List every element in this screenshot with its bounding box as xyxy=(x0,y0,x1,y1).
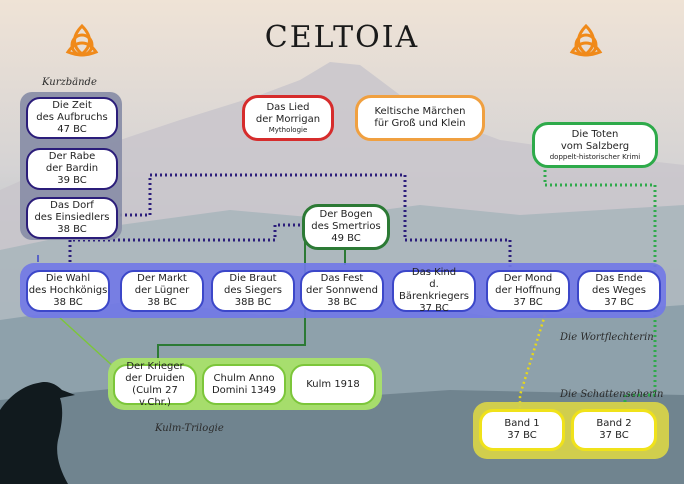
book-text-l1: Band 2 xyxy=(596,418,632,429)
book-text-l2: der Hoffnung xyxy=(495,285,561,296)
book-text-l2: des Weges xyxy=(591,285,647,296)
book-text-l3: 37 BC xyxy=(419,303,449,314)
book-text-l2: 37 BC xyxy=(507,430,537,441)
book-text-l1: Die Wahl xyxy=(45,273,91,284)
book-text-l2: der Sonnwend xyxy=(306,285,378,296)
book-text-l3: 37 BC xyxy=(604,297,634,308)
book-text-l3: 37 BC xyxy=(513,297,543,308)
book-text-l2: des Einsiedlers xyxy=(34,212,110,223)
book-text-l1: Das Dorf xyxy=(50,200,94,211)
book-text-l2: der Bardin xyxy=(45,163,99,174)
book-lied-der-morrigan[interactable]: Das Lied der Morrigan Mythologie xyxy=(242,95,334,141)
book-text-l1: Das Fest xyxy=(320,273,364,284)
book-title-line1: Keltische Märchen xyxy=(374,106,466,117)
book-text-l3: 38 BC xyxy=(57,224,87,235)
book-text-l1: Kulm 1918 xyxy=(306,378,360,390)
book-text-l1: Der Krieger xyxy=(126,360,184,372)
book-year: 49 BC xyxy=(331,233,361,244)
book-text-l1: Das Ende xyxy=(595,273,643,284)
group-label-kulm-trilogie: Kulm-Trilogie xyxy=(155,423,224,434)
book-text-l3: 38 BC xyxy=(327,297,357,308)
book-text-l2: des Aufbruchs xyxy=(36,112,108,123)
book-keltische-maerchen[interactable]: Keltische Märchen für Groß und Klein xyxy=(355,95,485,141)
page-title: CELTOIA xyxy=(264,20,420,55)
group-label-kurzbaende: Kurzbände xyxy=(42,77,97,88)
triquetra-icon-left xyxy=(65,23,99,57)
book-text-l3: 47 BC xyxy=(57,124,87,135)
book-text-l1: Die Braut xyxy=(229,273,277,284)
book-text-l2: 37 BC xyxy=(599,430,629,441)
group-label-schattenseherin: Die Schattenseherin xyxy=(560,389,664,400)
book-title-line1: Das Lied xyxy=(266,101,310,113)
book-text-l2: der Druiden xyxy=(125,372,185,384)
book-text-l1: Der Markt xyxy=(137,273,187,284)
book-text-l1: Band 1 xyxy=(504,418,540,429)
book-title-line1: Die Toten xyxy=(571,128,619,140)
book-title-line2: des Smertrios xyxy=(311,221,381,232)
book-text-l1: Der Rabe xyxy=(48,151,96,162)
book-text-l1: Die Zeit xyxy=(52,100,92,111)
book-text-l3: 38B BC xyxy=(234,297,272,308)
kulm-book-3[interactable]: Kulm 1918 xyxy=(290,364,376,405)
book-text-l3: 39 BC xyxy=(57,175,87,186)
book-die-toten-vom-salzberg[interactable]: Die Toten vom Salzberg doppelt-historisc… xyxy=(532,122,658,168)
book-text-l1: Der Mond xyxy=(503,273,553,284)
book-text-l2: der Lügner xyxy=(134,285,190,296)
raven-silhouette xyxy=(0,381,75,484)
book-title-line1: Der Bogen xyxy=(319,209,373,220)
book-text-l2: d. Bärenkriegers xyxy=(398,279,470,302)
book-title-line2: vom Salzberg xyxy=(560,140,630,152)
book-text-l2: Domini 1349 xyxy=(211,384,277,396)
book-text-l3: 38 BC xyxy=(53,297,83,308)
book-der-bogen-des-smertrios[interactable]: Der Bogen des Smertrios 49 BC xyxy=(302,204,390,250)
book-genre: Mythologie xyxy=(268,125,308,134)
book-text-l2: des Hochkönigs xyxy=(28,285,108,296)
triquetra-icon-right xyxy=(569,23,603,57)
book-text-l2: des Siegers xyxy=(224,285,282,296)
book-text-l1: Chulm Anno xyxy=(213,372,275,384)
group-label-wortflechterin: Die Wortflechterin xyxy=(560,332,654,343)
book-title-line2: der Morrigan xyxy=(255,113,321,125)
book-title-line2: für Groß und Klein xyxy=(374,118,466,129)
book-text-l3: (Culm 27 v.Chr.) xyxy=(132,384,178,408)
book-text-l3: 38 BC xyxy=(147,297,177,308)
book-genre: doppelt-historischer Krimi xyxy=(549,152,641,161)
book-text-l1: Das Kind xyxy=(411,267,457,278)
